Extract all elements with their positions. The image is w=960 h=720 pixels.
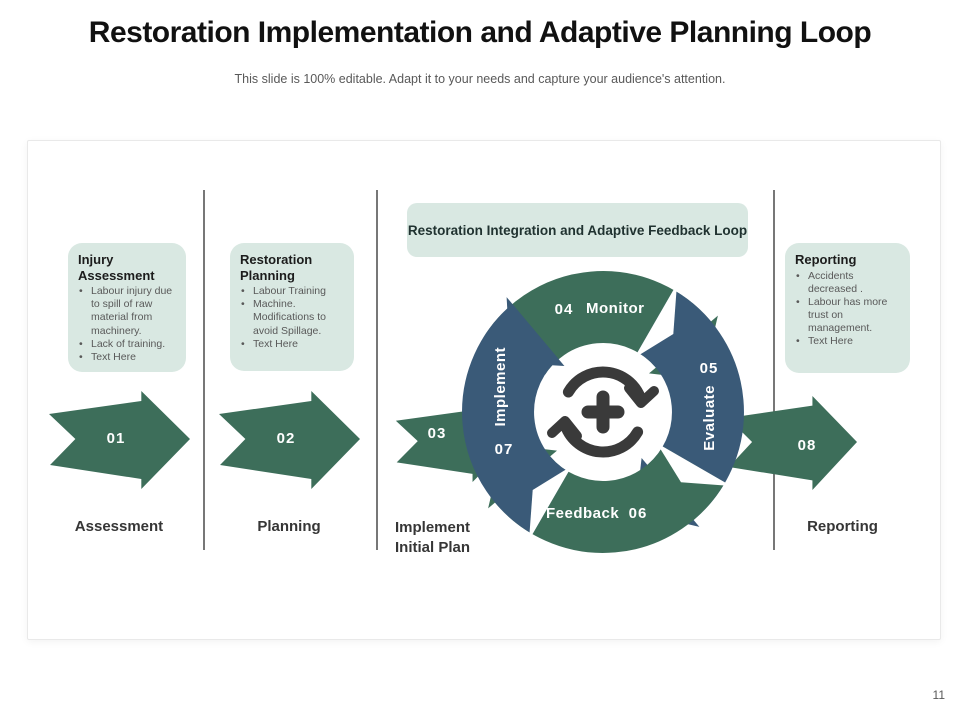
implement-tail-notch bbox=[529, 465, 572, 541]
bullet: Text Here bbox=[240, 338, 346, 351]
page-title: Restoration Implementation and Adaptive … bbox=[88, 16, 872, 49]
arrow-01-shape bbox=[49, 391, 190, 489]
step-05-label: Evaluate bbox=[701, 385, 718, 451]
stage-label-implement-initial-plan: Implement Initial Plan bbox=[395, 519, 471, 556]
page-subtitle: This slide is 100% editable. Adapt it to… bbox=[234, 72, 726, 86]
arrow-02-polygon bbox=[219, 391, 360, 489]
reporting-list: Accidents decreased . Labour has more tr… bbox=[795, 270, 902, 349]
refresh-plus-icon bbox=[547, 366, 659, 458]
divider-1 bbox=[203, 190, 205, 550]
step-06-label: Feedback bbox=[546, 505, 620, 522]
loop-header: Restoration Integration and Adaptive Fee… bbox=[407, 203, 748, 257]
page-number: 11 bbox=[932, 688, 945, 702]
step-07-number: 07 bbox=[494, 441, 514, 458]
stage-label-planning: Planning bbox=[257, 518, 321, 535]
arrow-08-polygon bbox=[727, 396, 857, 490]
arrow-01-number: 01 bbox=[106, 430, 126, 447]
arrow-02-shape bbox=[219, 391, 360, 489]
injury-assessment-list: Labour injury due to spill of raw materi… bbox=[78, 285, 178, 364]
arrow-08-shape bbox=[727, 396, 857, 490]
injury-assessment-box: Injury Assessment Labour injury due to s… bbox=[68, 243, 186, 372]
arrow-03-number: 03 bbox=[427, 425, 447, 442]
bullet: Labour has more trust on management. bbox=[795, 296, 902, 335]
arrow-08-number: 08 bbox=[797, 437, 817, 454]
step-04-number: 04 bbox=[554, 301, 574, 318]
refresh-head-left bbox=[547, 416, 582, 441]
bullet: Text Here bbox=[795, 335, 902, 348]
arrow-01-polygon bbox=[49, 391, 190, 489]
reporting-box: Reporting Accidents decreased . Labour h… bbox=[785, 243, 910, 373]
bullet: Lack of training. bbox=[78, 338, 178, 351]
bullet: Labour injury due to spill of raw materi… bbox=[78, 285, 178, 338]
plus-icon bbox=[581, 390, 625, 434]
restoration-planning-title: Restoration Planning bbox=[240, 252, 313, 283]
implement-arrowhead bbox=[506, 297, 565, 366]
step-05-number: 05 bbox=[699, 360, 719, 377]
step-06-number: 06 bbox=[628, 505, 648, 522]
divider-3 bbox=[773, 190, 775, 550]
step-04-label: Monitor bbox=[586, 300, 645, 317]
restoration-planning-list: Labour Training Machine. Modifications t… bbox=[240, 285, 346, 351]
feedback-tail-notch bbox=[656, 443, 732, 486]
feedback-loop-diagram bbox=[462, 271, 744, 553]
bullet: Accidents decreased . bbox=[795, 270, 902, 296]
bullet: Text Here bbox=[78, 351, 178, 364]
stage-label-assessment: Assessment bbox=[74, 518, 164, 535]
bullet: Labour Training bbox=[240, 285, 346, 298]
step-07-label: Implement bbox=[492, 347, 509, 427]
arrow-02-number: 02 bbox=[276, 430, 296, 447]
divider-2 bbox=[376, 190, 378, 550]
refresh-head-right bbox=[624, 383, 659, 408]
restoration-planning-box: Restoration Planning Labour Training Mac… bbox=[230, 243, 354, 371]
injury-assessment-title: Injury Assessment bbox=[78, 252, 155, 283]
bullet: Machine. Modifications to avoid Spillage… bbox=[240, 298, 346, 337]
reporting-box-title: Reporting bbox=[795, 252, 857, 267]
stage-label-reporting: Reporting bbox=[807, 518, 878, 535]
